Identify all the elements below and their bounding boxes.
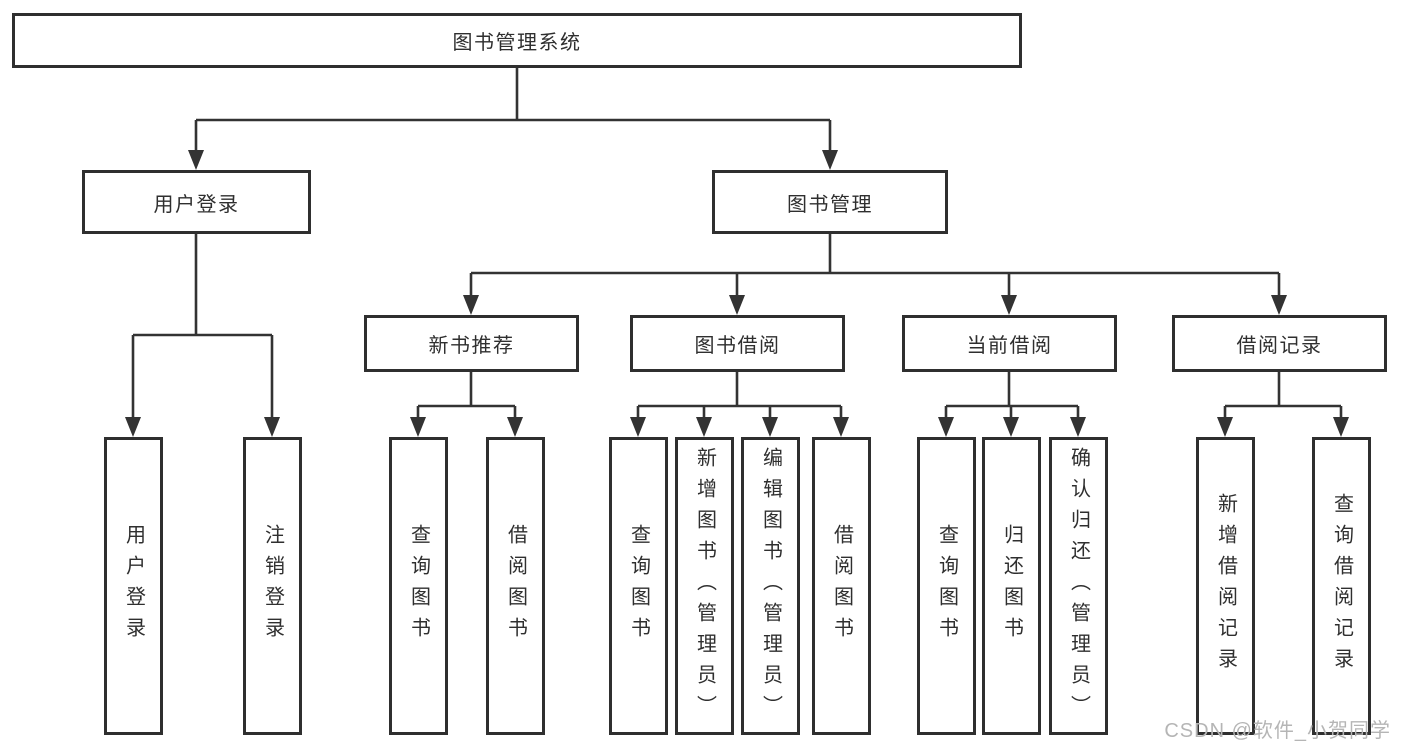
node-book-borrowing: 图书借阅 [630, 315, 845, 372]
arrowhead [822, 150, 838, 170]
arrowhead [264, 417, 280, 437]
arrowhead [188, 150, 204, 170]
arrowhead [729, 295, 745, 315]
csdn-watermark: CSDN @软件_小贺同学 [1164, 720, 1391, 742]
arrowhead [1217, 417, 1233, 437]
arrowhead [1070, 417, 1086, 437]
arrowhead [630, 417, 646, 437]
arrowhead [463, 295, 479, 315]
node-user-login: 用户登录 [82, 170, 311, 234]
arrowhead [1003, 417, 1019, 437]
leaf-borrowing-add-books-admin: 新增图书（管理员） [675, 437, 734, 735]
arrowhead [125, 417, 141, 437]
arrowhead [1271, 295, 1287, 315]
arrowhead [410, 417, 426, 437]
node-system-root: 图书管理系统 [12, 13, 1022, 68]
leaf-borrowing-query-books: 查询图书 [609, 437, 668, 735]
leaf-current-return-books: 归还图书 [982, 437, 1041, 735]
arrowhead [507, 417, 523, 437]
node-new-book-recommend: 新书推荐 [364, 315, 579, 372]
leaf-newbook-borrow-books: 借阅图书 [486, 437, 545, 735]
leaf-records-add-borrow-record: 新增借阅记录 [1196, 437, 1255, 735]
arrowhead [696, 417, 712, 437]
arrowhead [833, 417, 849, 437]
leaf-user-login: 用户登录 [104, 437, 163, 735]
leaf-records-query-borrow-record: 查询借阅记录 [1312, 437, 1371, 735]
leaf-newbook-query-books: 查询图书 [389, 437, 448, 735]
arrowhead [1333, 417, 1349, 437]
node-current-borrowing: 当前借阅 [902, 315, 1117, 372]
leaf-logout: 注销登录 [243, 437, 302, 735]
arrowhead [938, 417, 954, 437]
arrowhead [1001, 295, 1017, 315]
arrowhead [762, 417, 778, 437]
node-book-management: 图书管理 [712, 170, 948, 234]
leaf-borrowing-edit-books-admin: 编辑图书（管理员） [741, 437, 800, 735]
leaf-current-confirm-return-admin: 确认归还（管理员） [1049, 437, 1108, 735]
node-borrowing-records: 借阅记录 [1172, 315, 1387, 372]
leaf-current-query-books: 查询图书 [917, 437, 976, 735]
leaf-borrowing-borrow-books: 借阅图书 [812, 437, 871, 735]
